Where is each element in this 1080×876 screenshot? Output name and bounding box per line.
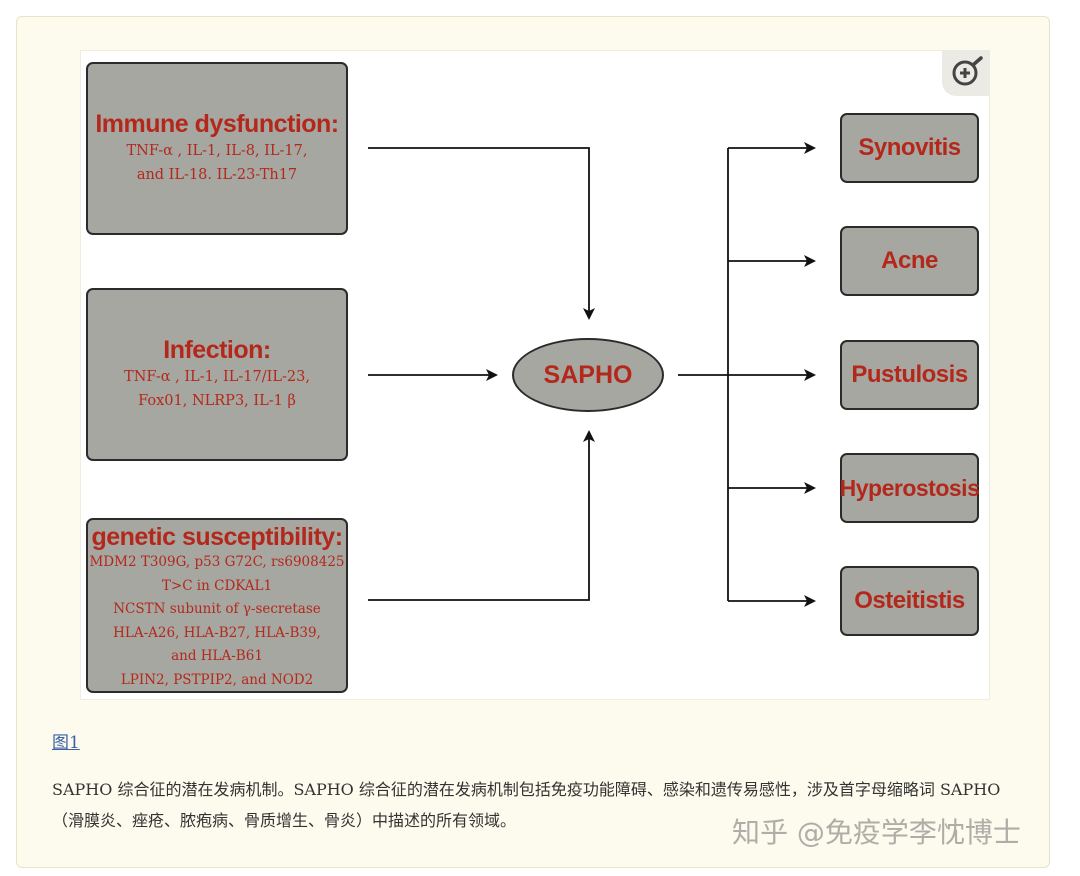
outcome-acne: Acne: [840, 226, 979, 296]
immune-line: and IL-18. IL-23-Th17: [136, 167, 298, 183]
infection-line: Fox01, NLRP3, IL-1 β: [138, 393, 296, 409]
infection-title: Infection:: [163, 336, 271, 364]
genetic-line: and HLA-B61: [171, 648, 263, 664]
sapho-node: SAPHO: [512, 338, 664, 412]
outcome-synovitis: Synovitis: [840, 113, 979, 183]
arrow-genetic-to-sapho: [368, 430, 595, 601]
immune-dysfunction-title: Immune dysfunction:: [95, 110, 339, 138]
zoom-in-button[interactable]: [942, 50, 990, 96]
figure-link[interactable]: 图1: [52, 733, 80, 753]
infection-box: Infection: TNF-α , IL-1, IL-17/IL-23, Fo…: [86, 288, 348, 461]
watermark: 知乎 @免疫学李忱博士: [732, 816, 1021, 849]
outcome-hyperostosis: Hyperostosis: [840, 453, 980, 523]
outcome-pustulosis: Pustulosis: [840, 340, 979, 410]
genetic-line: HLA-A26, HLA-B27, HLA-B39,: [113, 624, 321, 641]
immune-dysfunction-box: Immune dysfunction: TNF-α , IL-1, IL-8, …: [86, 62, 348, 235]
arrow-immune-to-sapho: [368, 147, 595, 320]
genetic-susceptibility-title: genetic susceptibility:: [91, 523, 343, 551]
figure-caption: SAPHO 综合征的潜在发病机制。SAPHO 综合征的潜在发病机制包括免疫功能障…: [52, 780, 1001, 830]
genetic-line: T>C in CDKAL1: [161, 577, 273, 594]
genetic-line: MDM2 T309G, p53 G72C, rs6908425: [89, 554, 345, 570]
genetic-line: LPIN2, PSTPIP2, and NOD2: [120, 671, 314, 688]
immune-line: TNF-α , IL-1, IL-8, IL-17,: [126, 143, 308, 159]
infection-line: TNF-α , IL-1, IL-17/IL-23,: [124, 369, 310, 385]
genetic-line: NCSTN subunit of γ-secretase: [113, 601, 321, 617]
zoom-in-icon: [952, 56, 983, 86]
genetic-susceptibility-box: genetic susceptibility: MDM2 T309G, p53 …: [86, 518, 348, 693]
outcome-osteitistis: Osteitistis: [840, 566, 979, 636]
